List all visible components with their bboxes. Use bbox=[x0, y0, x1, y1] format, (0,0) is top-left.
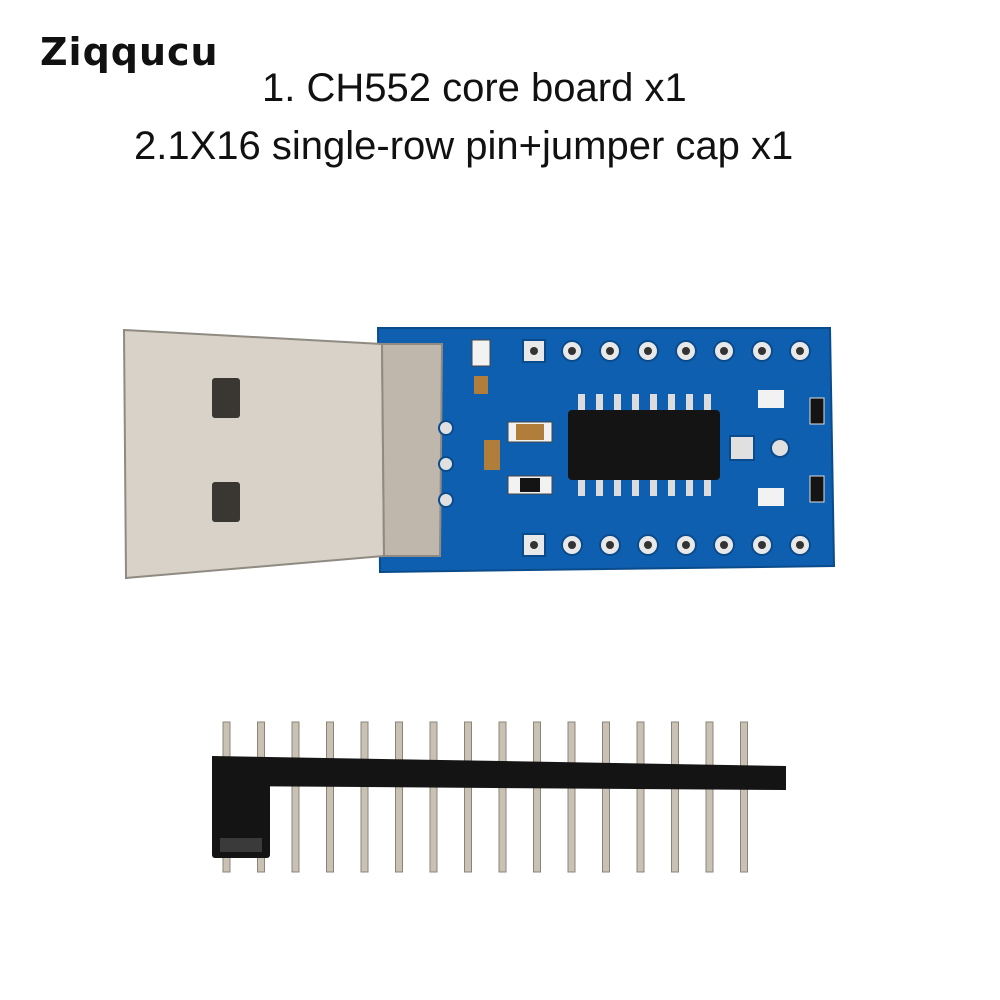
usb-connector bbox=[122, 328, 444, 580]
pin-row-top bbox=[522, 339, 811, 363]
header-plastic-strip bbox=[212, 756, 786, 790]
brand-logo: Ziqqucu bbox=[40, 30, 219, 74]
pin-header bbox=[212, 721, 786, 873]
pin-row-bottom bbox=[522, 533, 811, 557]
item-2-text: 2.1X16 single-row pin+jumper cap x1 bbox=[134, 124, 794, 168]
ch552-core-board bbox=[122, 327, 836, 580]
item-1-text: 1. CH552 core board x1 bbox=[262, 66, 687, 110]
passive-components bbox=[471, 339, 825, 506]
usb-pads bbox=[438, 420, 454, 508]
jumper-cap bbox=[212, 770, 270, 858]
brand-name: Ziqqucu bbox=[40, 30, 219, 74]
header-pins bbox=[222, 721, 748, 873]
usb-hole-bottom bbox=[212, 482, 240, 522]
usb-hole-top bbox=[212, 378, 240, 418]
ch552-chip bbox=[568, 394, 720, 496]
